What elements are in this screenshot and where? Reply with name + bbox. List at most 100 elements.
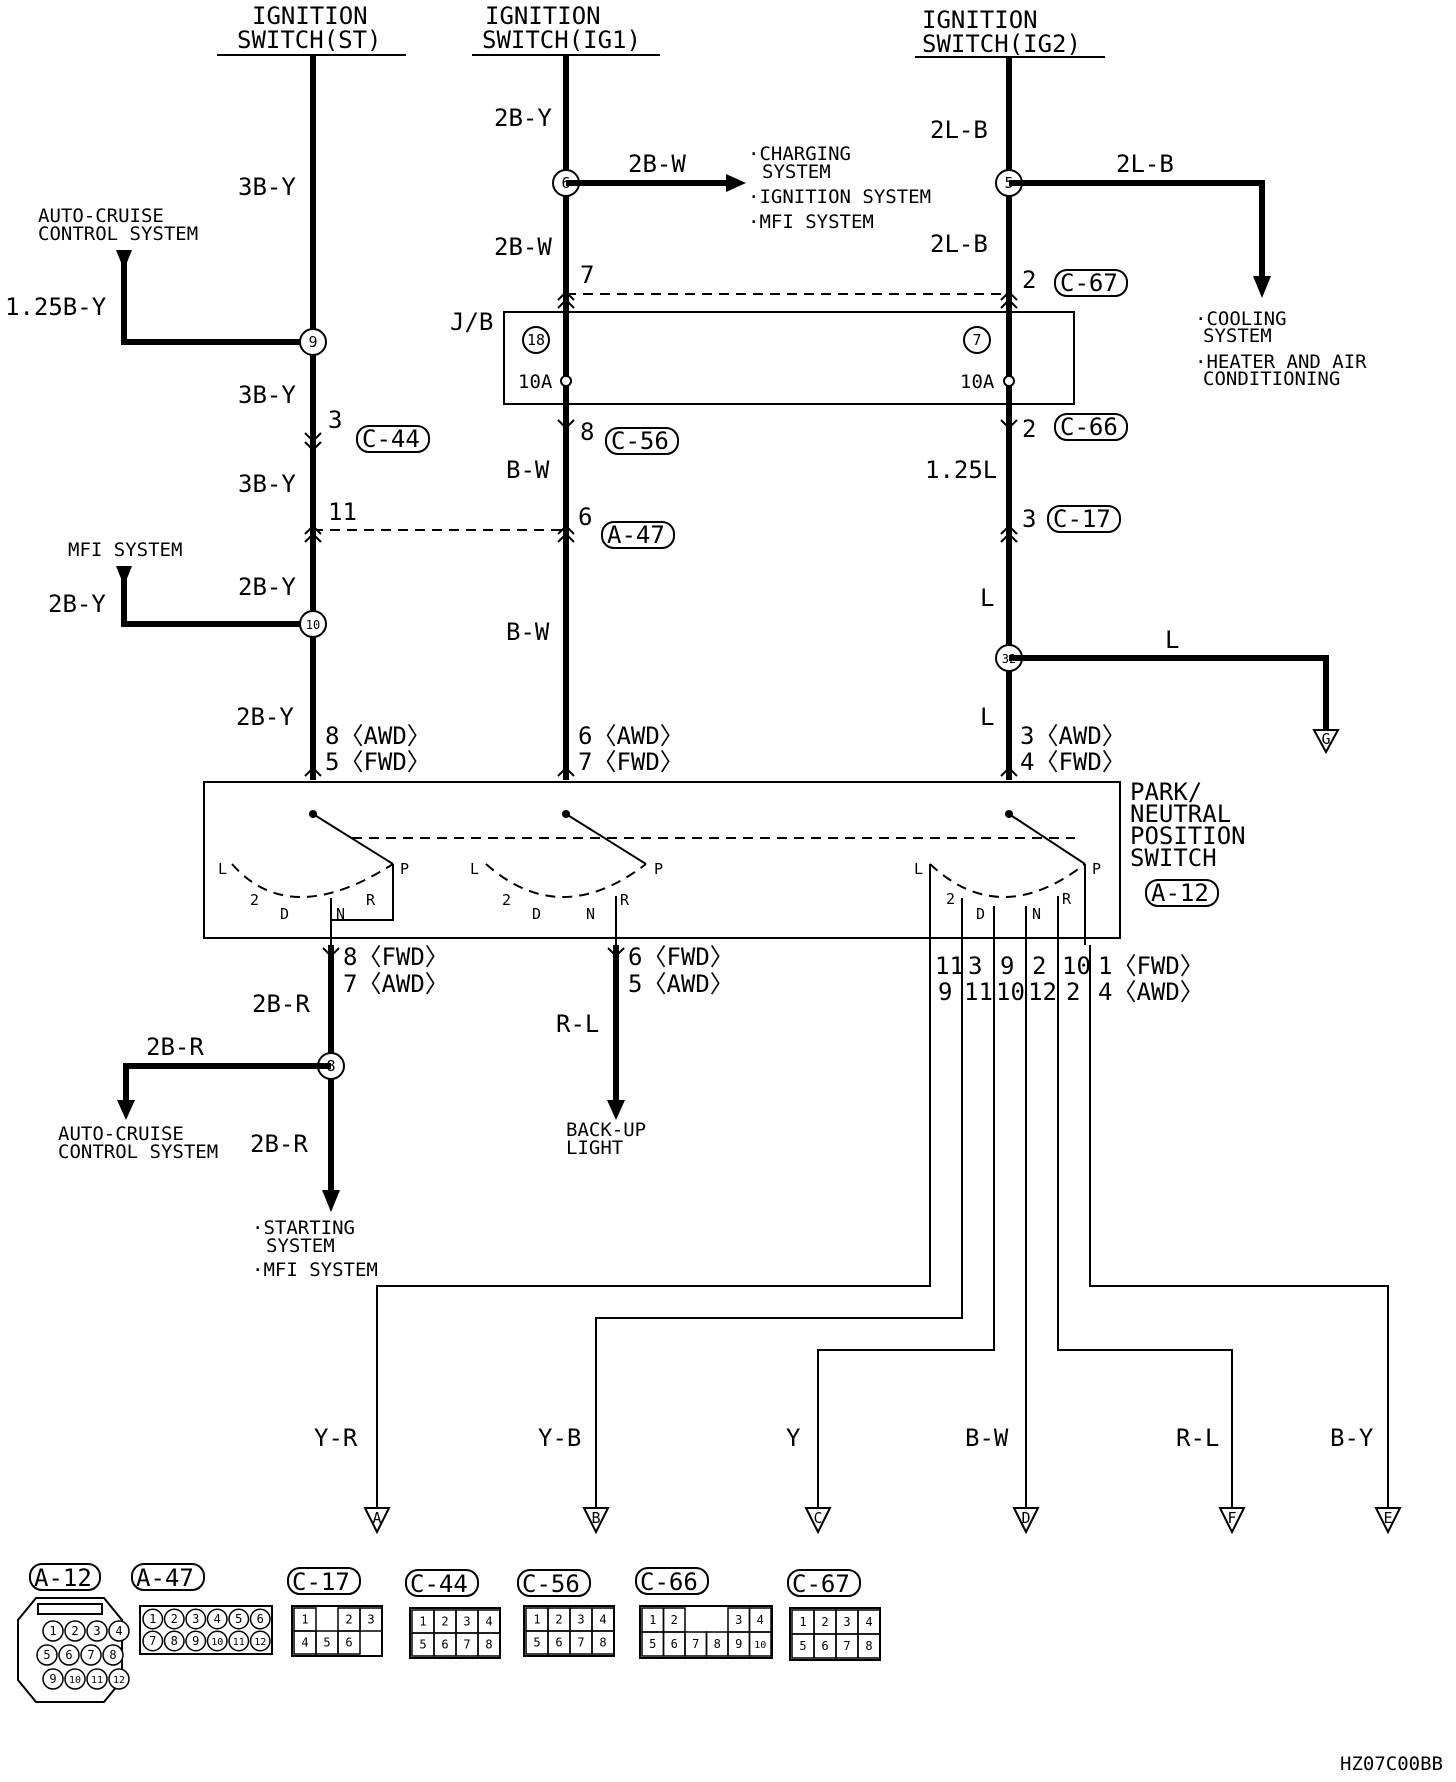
pin-label: 9 — [1000, 952, 1014, 980]
source-ig1-line1: IGNITION — [485, 2, 601, 30]
pos-n: N — [336, 905, 345, 923]
connector-pin-number: 1 — [533, 1613, 540, 1627]
source-ig2-line2: SWITCH(IG2) — [922, 30, 1081, 58]
wire-label: 2B-Y — [48, 590, 106, 618]
connector-pin-number: 3 — [577, 1613, 584, 1627]
junction-icon — [299, 610, 327, 638]
connector-pin-number: 1 — [419, 1615, 426, 1629]
switch-title-line1: PARK/ — [1130, 778, 1202, 806]
connector-pin-number: 5 — [649, 1637, 656, 1651]
pin-label: 7〈FWD〉 — [578, 748, 684, 776]
terminal-b-label: B — [591, 1509, 600, 1527]
connector-tag: C-66 — [1060, 413, 1118, 441]
charging-line2: SYSTEM — [762, 161, 831, 183]
connector-pin-number: 1 — [49, 1624, 56, 1638]
pos-l: L — [218, 860, 227, 878]
pos-d: D — [532, 905, 541, 923]
connector-pin-number: 4 — [865, 1615, 872, 1629]
wire-label: L — [980, 584, 994, 612]
connector-pin-number: 6 — [821, 1639, 828, 1653]
connector-pin-number: 3 — [367, 1613, 374, 1627]
connector-pin-number: 5 — [43, 1648, 50, 1662]
auto-cruise-bottom-line1: AUTO-CRUISE — [58, 1123, 184, 1145]
source-ignition-ig1: IGNITION SWITCH(IG1) — [472, 2, 660, 56]
connector-pin-number: 12 — [254, 1637, 266, 1648]
terminal-g-label: G — [1321, 730, 1330, 748]
connector-pin-number: 9 — [192, 1634, 199, 1648]
connector-pin-number: 5 — [323, 1636, 330, 1650]
terminal-c-icon — [804, 1507, 832, 1535]
terminal-d-icon — [1012, 1507, 1040, 1535]
connector-pin-number: 2 — [441, 1615, 448, 1629]
pos-n: N — [1032, 905, 1041, 923]
connector-pin-number: 6 — [555, 1636, 562, 1650]
wire-label: B-W — [506, 456, 550, 484]
cooling-line3: ·HEATER AND AIR — [1195, 351, 1367, 373]
fuse-number: 18 — [527, 331, 545, 349]
fuse-rating: 10A — [960, 371, 995, 393]
fuse-icon — [522, 326, 550, 354]
pin-label: 8〈FWD〉 — [343, 943, 449, 971]
connector-pin-number: 2 — [821, 1615, 828, 1629]
pin-label: 2 — [1032, 952, 1046, 980]
connector-pin-number: 11 — [233, 1637, 245, 1648]
pos-2: 2 — [502, 891, 511, 909]
terminal-f-icon — [1218, 1507, 1246, 1535]
backup-line2: LIGHT — [566, 1137, 623, 1159]
connector-pin-number: 2 — [71, 1624, 78, 1638]
cooling-line2: SYSTEM — [1203, 325, 1272, 347]
connector-view-name: C-67 — [792, 1570, 850, 1598]
fuse-number: 7 — [972, 331, 981, 349]
arrow-up-icon — [116, 250, 132, 270]
connector-pin-number: 10 — [69, 1675, 81, 1686]
pin-label: 4〈AWD〉 — [1098, 978, 1204, 1006]
output-color-f: R-L — [1176, 1424, 1219, 1452]
connector-pin-number: 5 — [799, 1639, 806, 1653]
pin-label: 2 — [1022, 266, 1036, 294]
connector-pin-number: 7 — [149, 1634, 156, 1648]
wire-label: 2L-B — [930, 230, 988, 258]
wire-label: 3B-Y — [238, 470, 296, 498]
terminal-f-label: F — [1227, 1509, 1236, 1527]
backup-line1: BACK-UP — [566, 1119, 646, 1141]
charging-line4: ·MFI SYSTEM — [748, 211, 874, 233]
wire-label: L — [1165, 626, 1179, 654]
connector-view-name: A-12 — [34, 1564, 92, 1592]
output-color-c: Y — [786, 1424, 801, 1452]
wire-label: B-W — [506, 618, 550, 646]
wire-label: 2B-W — [628, 150, 686, 178]
connector-tag: C-44 — [362, 425, 420, 453]
pin-label: 11 — [935, 952, 964, 980]
pin-label: 6 — [578, 503, 592, 531]
output-color-b: Y-B — [538, 1424, 581, 1452]
pin-label: 5〈AWD〉 — [628, 970, 734, 998]
source-ig2-line1: IGNITION — [922, 6, 1038, 34]
st-column: 3B-Y AUTO-CRUISE CONTROL SYSTEM 1.25B-Y … — [5, 55, 565, 780]
wire-label: 3B-Y — [238, 381, 296, 409]
connector-pin-number: 3 — [192, 1612, 199, 1626]
pin-label: 4〈FWD〉 — [1020, 748, 1126, 776]
connector-pin-number: 8 — [485, 1638, 492, 1652]
pos-d: D — [280, 905, 289, 923]
pin-label: 10 — [1062, 952, 1091, 980]
auto-cruise-top-line1: AUTO-CRUISE — [38, 205, 164, 227]
switch-title-line3: POSITION — [1130, 822, 1246, 850]
connector-view-name: C-44 — [410, 1570, 468, 1598]
terminal-e-label: E — [1383, 1509, 1392, 1527]
wire-label: 2B-R — [252, 990, 310, 1018]
junction-icon — [299, 328, 327, 356]
connector-pin-number: 7 — [843, 1639, 850, 1653]
connector-pin-number: 9 — [735, 1637, 742, 1651]
pin-label: 8 — [580, 418, 594, 446]
connector-pin-number: 4 — [301, 1636, 308, 1650]
mfi-system-label: MFI SYSTEM — [68, 539, 182, 561]
pos-l: L — [914, 860, 923, 878]
wire-label: 1.25B-Y — [5, 293, 107, 321]
park-neutral-switch: PARK/ NEUTRAL POSITION SWITCH A-12 L 2 D… — [203, 778, 1246, 945]
starting-line2: SYSTEM — [266, 1235, 335, 1257]
pin-label: 3 — [328, 406, 342, 434]
connector-pin-number: 4 — [214, 1612, 221, 1626]
pos-p: P — [654, 860, 663, 878]
